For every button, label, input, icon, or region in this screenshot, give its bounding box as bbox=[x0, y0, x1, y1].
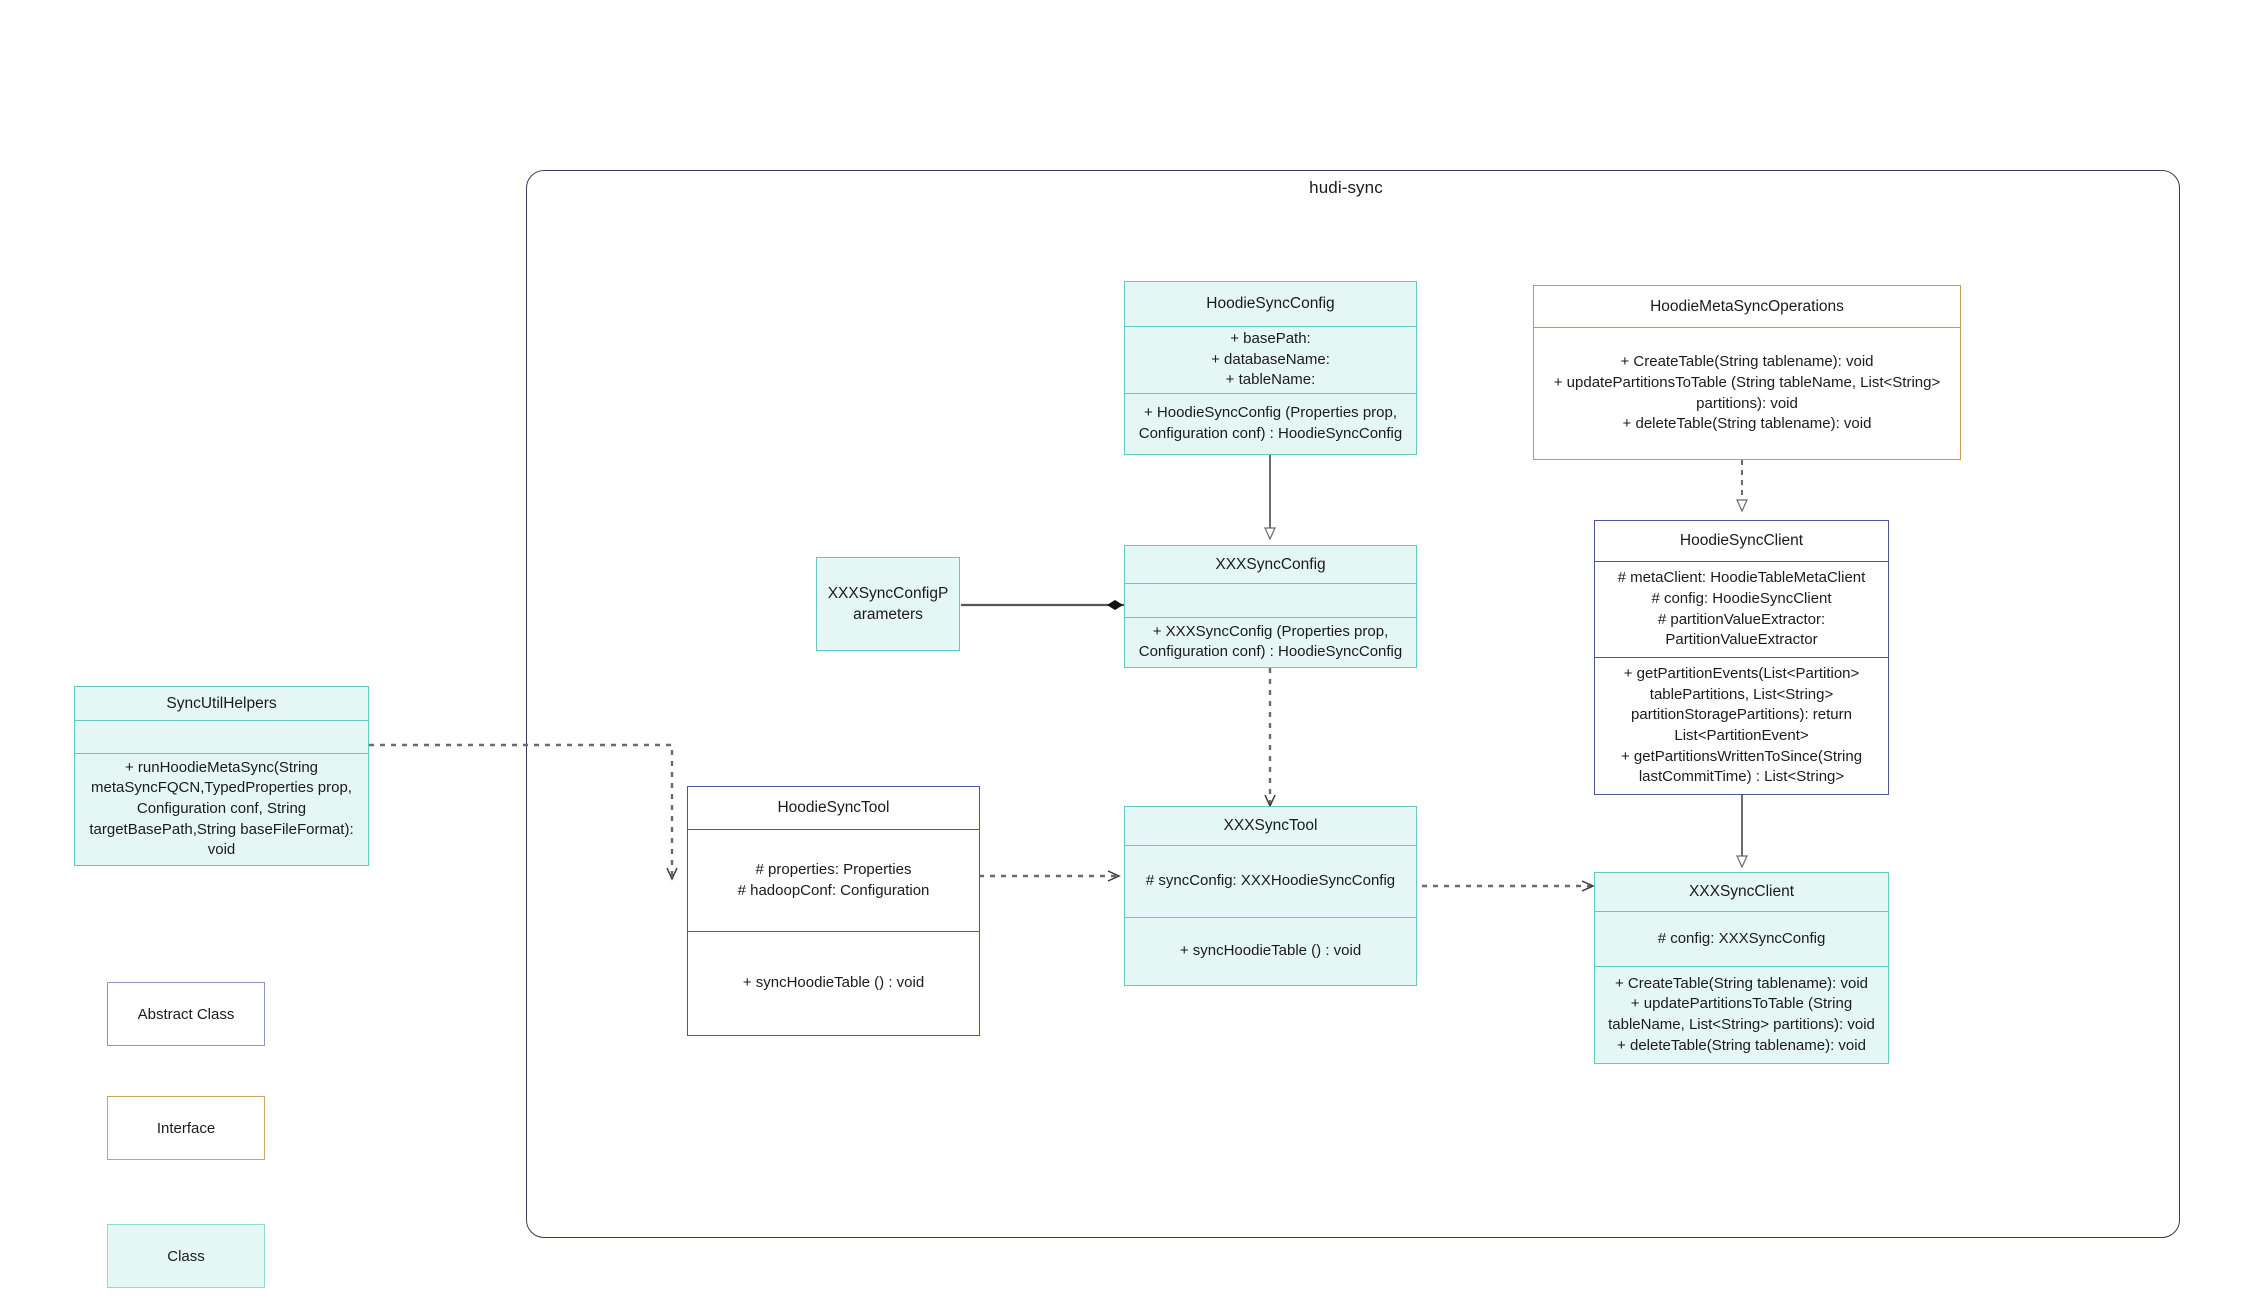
class-name-hoodie-meta-sync-operations: HoodieMetaSyncOperations bbox=[1650, 297, 1844, 315]
class-box-xxx-sync-client[interactable]: XXXSyncClient # config: XXXSyncConfig + … bbox=[1594, 872, 1889, 1064]
class-attributes-hoodie-sync-client: # metaClient: HoodieTableMetaClient # co… bbox=[1595, 561, 1888, 657]
class-box-xxx-sync-config-parameters[interactable]: XXXSyncConfigParameters bbox=[816, 557, 960, 651]
legend-abstract-class: Abstract Class bbox=[107, 982, 265, 1046]
class-operations-sync-util-helpers: + runHoodieMetaSync(String metaSyncFQCN,… bbox=[75, 752, 368, 865]
class-box-sync-util-helpers[interactable]: SyncUtilHelpers + runHoodieMetaSync(Stri… bbox=[74, 686, 369, 866]
package-title: hudi-sync bbox=[1309, 178, 1383, 197]
class-operations-xxx-sync-tool: + syncHoodieTable () : void bbox=[1125, 917, 1416, 985]
class-attributes-xxx-sync-config bbox=[1125, 583, 1416, 616]
legend-interface: Interface bbox=[107, 1096, 265, 1160]
class-operations-hoodie-sync-client: + getPartitionEvents(List<Partition> tab… bbox=[1595, 657, 1888, 794]
class-name-hoodie-sync-tool: HoodieSyncTool bbox=[777, 799, 890, 817]
class-name-hoodie-sync-client: HoodieSyncClient bbox=[1679, 532, 1804, 550]
class-operations-hoodie-meta-sync-operations: + CreateTable(String tablename): void + … bbox=[1534, 327, 1960, 459]
package-frame-hudi-sync bbox=[526, 170, 2180, 1238]
legend-interface-label: Interface bbox=[156, 1119, 216, 1137]
class-box-hoodie-sync-tool[interactable]: HoodieSyncTool # properties: Properties … bbox=[687, 786, 980, 1036]
class-box-hoodie-sync-config[interactable]: HoodieSyncConfig + basePath: + databaseN… bbox=[1124, 281, 1417, 455]
class-attributes-xxx-sync-tool: # syncConfig: XXXHoodieSyncConfig bbox=[1125, 845, 1416, 917]
class-attributes-sync-util-helpers bbox=[75, 720, 368, 752]
class-name-xxx-sync-client: XXXSyncClient bbox=[1688, 883, 1795, 901]
class-name-xxx-sync-config-parameters: XXXSyncConfigParameters bbox=[827, 584, 949, 623]
class-attributes-xxx-sync-client: # config: XXXSyncConfig bbox=[1595, 911, 1888, 966]
class-name-xxx-sync-config: XXXSyncConfig bbox=[1215, 555, 1326, 573]
class-operations-xxx-sync-config: + XXXSyncConfig (Properties prop, Config… bbox=[1125, 616, 1416, 667]
class-operations-hoodie-sync-tool: + syncHoodieTable () : void bbox=[688, 931, 979, 1035]
class-name-sync-util-helpers: SyncUtilHelpers bbox=[166, 695, 277, 713]
class-attributes-hoodie-sync-tool: # properties: Properties # hadoopConf: C… bbox=[688, 829, 979, 931]
class-box-hoodie-sync-client[interactable]: HoodieSyncClient # metaClient: HoodieTab… bbox=[1594, 520, 1889, 795]
class-box-xxx-sync-tool[interactable]: XXXSyncTool # syncConfig: XXXHoodieSyncC… bbox=[1124, 806, 1417, 986]
legend-abstract-class-label: Abstract Class bbox=[137, 1005, 235, 1023]
class-name-hoodie-sync-config: HoodieSyncConfig bbox=[1206, 295, 1335, 313]
class-attributes-hoodie-sync-config: + basePath: + databaseName: + tableName: bbox=[1125, 326, 1416, 393]
class-box-xxx-sync-config[interactable]: XXXSyncConfig + XXXSyncConfig (Propertie… bbox=[1124, 545, 1417, 668]
legend-class-label: Class bbox=[167, 1247, 205, 1265]
class-name-xxx-sync-tool: XXXSyncTool bbox=[1223, 817, 1318, 835]
class-box-hoodie-meta-sync-operations[interactable]: HoodieMetaSyncOperations + CreateTable(S… bbox=[1533, 285, 1961, 460]
class-operations-xxx-sync-client: + CreateTable(String tablename): void + … bbox=[1595, 966, 1888, 1063]
legend-class: Class bbox=[107, 1224, 265, 1288]
class-operations-hoodie-sync-config: + HoodieSyncConfig (Properties prop, Con… bbox=[1125, 393, 1416, 454]
